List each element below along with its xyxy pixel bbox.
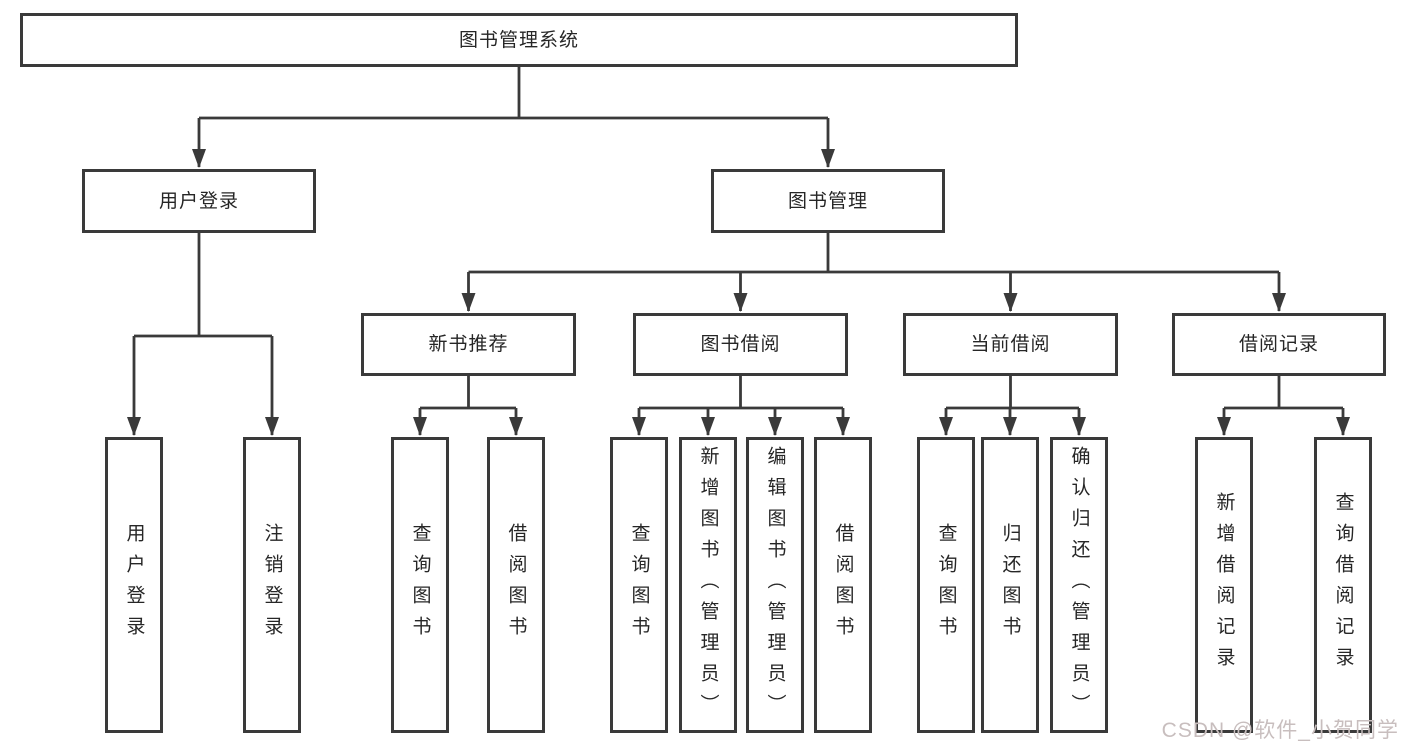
node-new-book-recommendation: 新书推荐 xyxy=(361,313,576,376)
node-library-system: 图书管理系统 xyxy=(20,13,1018,67)
connector-rails xyxy=(134,67,1343,410)
node-book-borrowing: 图书借阅 xyxy=(633,313,848,376)
leaf-recommend-query-books: 查询图书 xyxy=(391,437,449,733)
leaf-current-confirm-return-admin: 确认归还（管理员） xyxy=(1050,437,1108,733)
leaf-borrowing-add-books-admin: 新增图书（管理员） xyxy=(679,437,737,733)
node-current-borrowing: 当前借阅 xyxy=(903,313,1118,376)
leaf-records-query-borrow-record: 查询借阅记录 xyxy=(1314,437,1372,733)
leaf-recommend-borrow-books: 借阅图书 xyxy=(487,437,545,733)
node-book-management: 图书管理 xyxy=(711,169,945,233)
leaf-borrowing-query-books: 查询图书 xyxy=(610,437,668,733)
node-user-login: 用户登录 xyxy=(82,169,316,233)
leaf-current-return-books: 归还图书 xyxy=(981,437,1039,733)
leaf-logout-login: 注销登录 xyxy=(243,437,301,733)
csdn-watermark: CSDN @软件_小贺同学 xyxy=(1161,719,1399,742)
node-borrowing-records: 借阅记录 xyxy=(1172,313,1386,376)
leaf-borrowing-edit-books-admin: 编辑图书（管理员） xyxy=(746,437,804,733)
leaf-current-query-books: 查询图书 xyxy=(917,437,975,733)
leaf-user-login: 用户登录 xyxy=(105,437,163,733)
leaf-records-add-borrow-record: 新增借阅记录 xyxy=(1195,437,1253,733)
leaf-borrowing-borrow-books: 借阅图书 xyxy=(814,437,872,733)
